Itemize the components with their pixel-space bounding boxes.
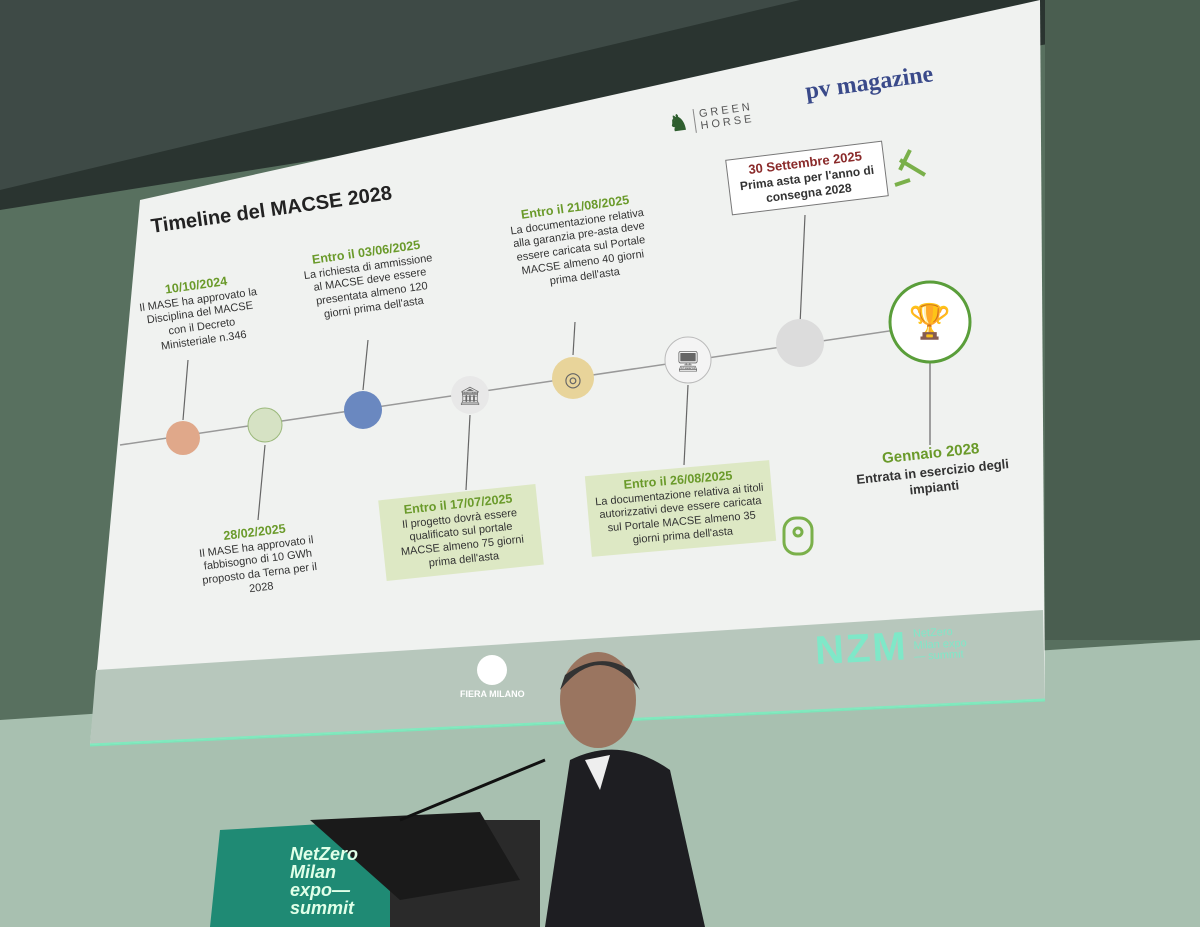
- svg-text:🖥: 🖥: [675, 351, 700, 373]
- speaker-head: [560, 652, 636, 748]
- nzm-logo: NZM NetZero Milan expo— summit: [813, 624, 968, 674]
- svg-text:🏆: 🏆: [909, 302, 951, 341]
- bank-icon: [451, 376, 489, 414]
- microphone: [399, 758, 546, 822]
- speaker-body: [545, 749, 705, 927]
- padlock-icon: [782, 516, 814, 556]
- fiera-milano-logo: FIERA MILANO: [460, 655, 525, 699]
- trophy-icon: [888, 280, 972, 364]
- podium-brand: NetZero Milan expo— summit: [290, 844, 359, 918]
- svg-text:◎: ◎: [564, 369, 581, 391]
- location-pin-icon: [344, 391, 382, 429]
- svg-text:🏛: 🏛: [459, 386, 482, 406]
- globe-icon: [552, 357, 594, 399]
- gavel-icon: [894, 149, 927, 187]
- clipboard-icon: [166, 421, 200, 455]
- monitor-icon: [664, 336, 712, 384]
- wall-panel: [1045, 0, 1200, 640]
- battery-icon: [776, 319, 824, 367]
- lock-icon: [247, 407, 283, 443]
